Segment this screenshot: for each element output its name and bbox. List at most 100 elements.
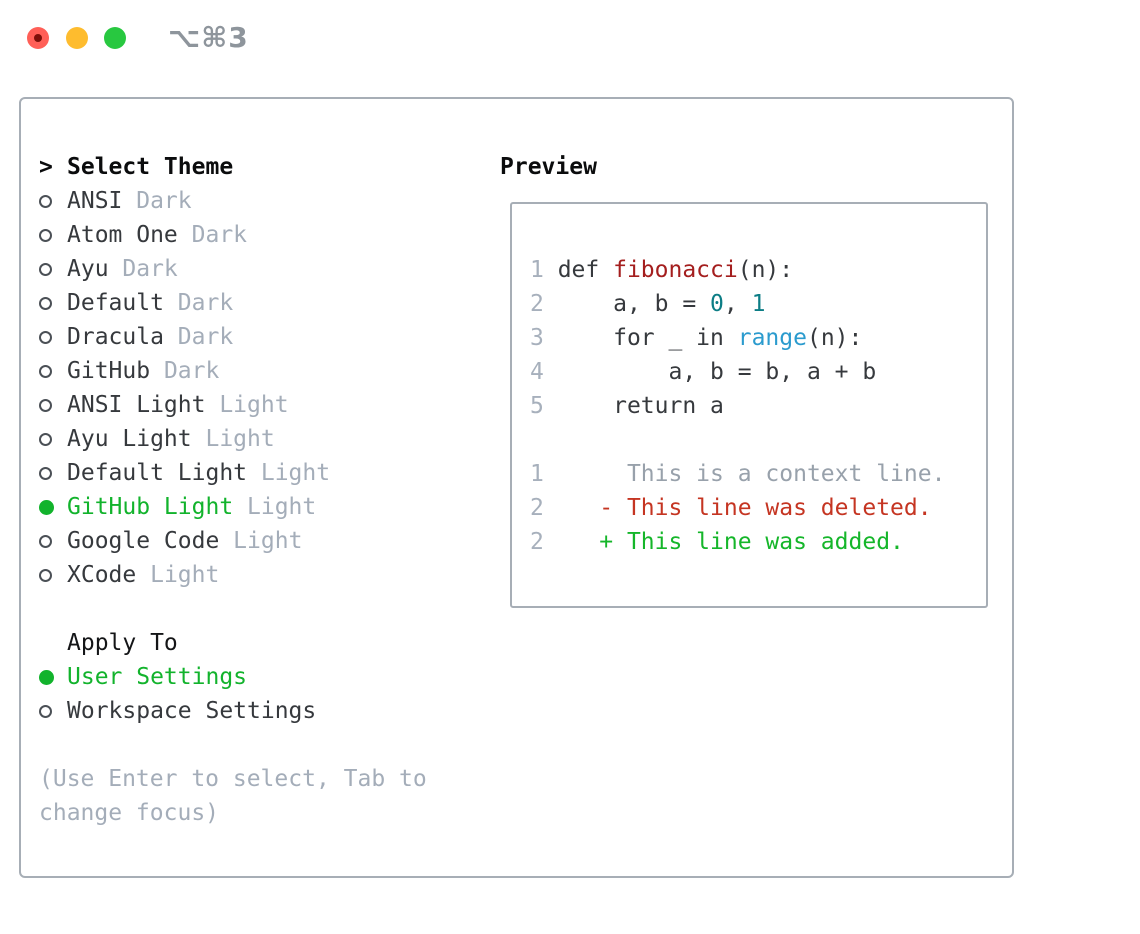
theme-option-default-light[interactable]: Default Light Light [39,456,427,490]
radio-icon [39,432,67,446]
option-label: XCode [67,562,137,588]
token-ln: 1 [530,257,558,283]
code-line: 2 - This line was deleted. [530,491,945,525]
spacer [39,592,427,626]
radio-icon [39,262,67,276]
radio-icon [39,704,67,718]
zoom-button[interactable] [104,27,126,49]
option-variant-label: Dark [163,290,234,316]
titlebar: ⌥⌘3 [0,0,1140,76]
hint-line-2: change focus) [39,800,220,826]
token-code: return a [557,393,724,419]
token-fn: fibonacci [613,257,738,283]
select-theme-title: Select Theme [67,154,234,180]
option-variant-label: Light [219,528,303,554]
token-code: (n): [806,325,863,351]
option-variant-label: Light [247,460,331,486]
option-label: Workspace Settings [67,698,317,724]
option-variant-label: Light [205,392,289,418]
code-line: 4 a, b = b, a + b [530,355,945,389]
radio-icon [39,330,67,344]
code-line: 3 for _ in range(n): [530,321,945,355]
token-num: 0 [710,291,724,317]
window-title: ⌥⌘3 [168,21,249,54]
option-label: GitHub [67,358,151,384]
apply-to-title: Apply To [67,630,178,656]
token-code: , [723,291,752,317]
token-code: a, b = [557,291,711,317]
token-code: for _ in [557,325,738,351]
theme-option-atom-one[interactable]: Atom One Dark [39,218,427,252]
theme-option-github[interactable]: GitHub Dark [39,354,427,388]
code-line: 2 a, b = 0, 1 [530,287,945,321]
option-label: Ayu [67,256,109,282]
theme-option-github-light[interactable]: GitHub Light Light [39,490,427,524]
theme-option-ansi[interactable]: ANSI Dark [39,184,427,218]
select-theme-header: > Select Theme [39,150,427,184]
token-add: + This line was added. [557,529,904,555]
radio-icon [39,296,67,310]
option-variant-label: Dark [108,256,178,282]
minimize-button[interactable] [66,27,88,49]
radio-icon [39,194,67,208]
option-label: User Settings [67,664,248,690]
code-line: 1 def fibonacci(n): [530,253,945,287]
token-ln: 2 [530,495,558,521]
token-ln: 4 [530,359,558,385]
token-code: def [557,257,614,283]
code-line: 5 return a [530,389,945,423]
option-variant-label: Light [233,494,317,520]
theme-option-ansi-light[interactable]: ANSI Light Light [39,388,427,422]
option-variant-label: Dark [163,324,234,350]
token-ctx: This is a context line. [557,461,946,487]
option-variant-label: Dark [122,188,192,214]
radio-selected-icon [39,669,67,685]
theme-option-xcode[interactable]: XCode Light [39,558,427,592]
apply-option-user-settings[interactable]: User Settings [39,660,427,694]
radio-icon [39,228,67,242]
prompt-icon: > [39,154,53,180]
option-label: Atom One [67,222,178,248]
token-ln: 5 [530,393,558,419]
theme-option-google-code[interactable]: Google Code Light [39,524,427,558]
apply-to-header: Apply To [39,626,427,660]
close-button[interactable] [27,27,49,49]
radio-icon [39,466,67,480]
code-line: 1 This is a context line. [530,457,945,491]
theme-option-default[interactable]: Default Dark [39,286,427,320]
code-blank-line [530,423,945,457]
option-label: ANSI Light [67,392,206,418]
code-line: 2 + This line was added. [530,525,945,559]
option-label: Ayu Light [67,426,192,452]
option-variant-label: Light [136,562,220,588]
token-code: (n): [737,257,794,283]
radio-icon [39,534,67,548]
option-label: Default [67,290,164,316]
spacer [39,728,427,762]
option-variant-label: Light [191,426,275,452]
hint-line-1: (Use Enter to select, Tab to [39,766,427,792]
option-label: GitHub Light [67,494,234,520]
radio-icon [39,568,67,582]
option-label: ANSI [67,188,123,214]
token-call: range [737,325,807,351]
radio-icon [39,364,67,378]
apply-option-workspace-settings[interactable]: Workspace Settings [39,694,427,728]
radio-selected-icon [39,499,67,515]
token-num: 1 [751,291,766,317]
theme-option-ayu[interactable]: Ayu Dark [39,252,427,286]
theme-option-dracula[interactable]: Dracula Dark [39,320,427,354]
option-label: Google Code [67,528,220,554]
token-ln: 2 [530,529,558,555]
preview-title: Preview [500,154,597,180]
token-ln: 3 [530,325,558,351]
token-code: a, b = b, a + b [557,359,877,385]
theme-option-ayu-light[interactable]: Ayu Light Light [39,422,427,456]
